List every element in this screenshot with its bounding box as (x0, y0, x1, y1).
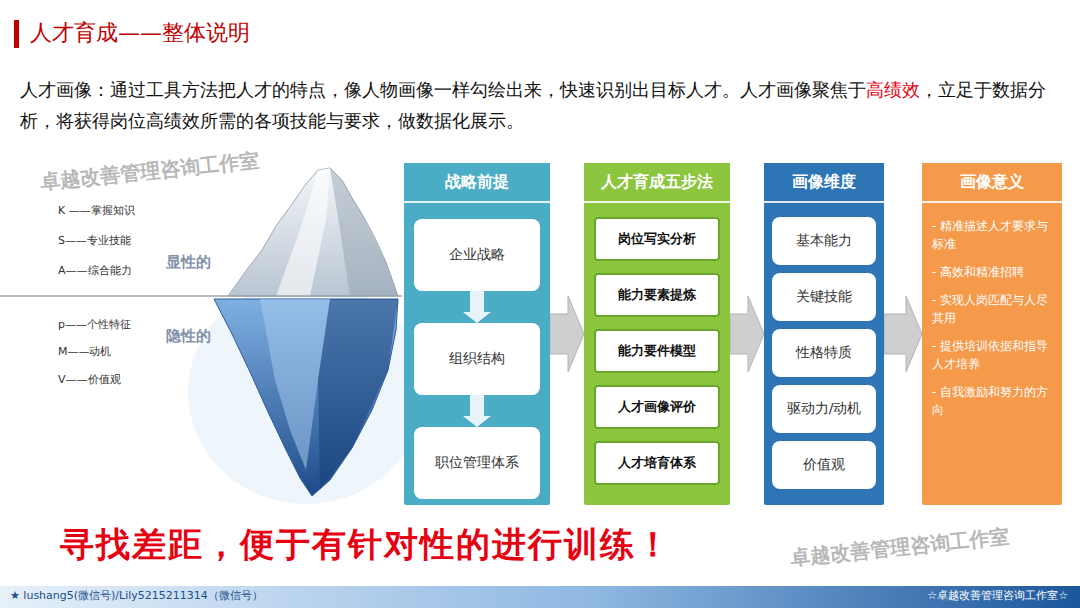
watermark: 卓越改善管理咨询工作室 (789, 523, 1011, 572)
iceberg-key: p——个性特征 (58, 318, 131, 332)
panel-heading: 战略前提 (404, 163, 550, 203)
iceberg-key: A——综合能力 (58, 264, 132, 278)
step-box: 人才培育体系 (594, 441, 720, 485)
box-text: 人才培育体系 (618, 454, 696, 472)
box-text: 驱动力/动机 (787, 400, 862, 418)
bullet-text: - 实现人岗匹配与人尽其用 (932, 291, 1052, 327)
highlight-text: 高绩效 (866, 79, 920, 100)
item-box: 企业战略 (414, 219, 540, 291)
iceberg-underwater (214, 299, 398, 496)
step-box: 人才画像评价 (594, 385, 720, 429)
box-text: 人才画像评价 (618, 398, 696, 416)
watermark: 卓越改善管理咨询工作室 (39, 147, 261, 196)
item-box: 组织结构 (414, 323, 540, 395)
column-panel: 人才育成五步法岗位写实分析能力要素提炼能力要件模型人才画像评价人才培育体系 (584, 163, 730, 505)
panel-heading: 画像维度 (764, 163, 884, 203)
item-box: 价值观 (772, 441, 876, 489)
flow-arrow (550, 296, 584, 372)
iceberg-facet (276, 168, 330, 296)
box-text: 组织结构 (449, 350, 505, 368)
zone-label: 显性的 (166, 252, 211, 272)
iceberg-key: M——动机 (58, 345, 112, 359)
zone-label: 隐性的 (166, 326, 211, 346)
bullet-text: - 高效和精准招聘 (932, 263, 1052, 281)
item-box: 基本能力 (772, 217, 876, 265)
box-text: 能力要件模型 (618, 342, 696, 360)
box-text: 关键技能 (796, 288, 852, 306)
item-box: 性格特质 (772, 329, 876, 377)
box-text: 基本能力 (796, 232, 852, 250)
iceberg-tip (228, 168, 398, 296)
step-arrow (463, 291, 491, 323)
bullet-text: - 提供培训依据和指导人才培养 (932, 337, 1052, 373)
panel-heading: 画像意义 (922, 163, 1062, 203)
item-box: 职位管理体系 (414, 427, 540, 499)
connector-layer (922, 163, 1062, 505)
step-box: 能力要素提炼 (594, 273, 720, 317)
iceberg-key: V——价值观 (58, 373, 121, 387)
iceberg-facet (318, 299, 398, 490)
flow-arrow (730, 296, 764, 372)
footer-contact: ★ lushang5(微信号)/Lily5215211314（微信号） (10, 589, 263, 603)
intro-text: 人才画像：通过工具方法把人才的特点，像人物画像一样勾绘出来，快速识别出目标人才。… (20, 79, 866, 100)
iceberg-key: K ——掌握知识 (58, 204, 135, 218)
step-arrow (463, 395, 491, 427)
column-panel: 画像维度基本能力关键技能性格特质驱动力/动机价值观 (764, 163, 884, 505)
box-text: 企业战略 (449, 246, 505, 264)
footer-brand: ☆卓越改善管理咨询工作室☆ (927, 589, 1068, 603)
slogan: 寻找差距，便于有针对性的进行训练！ (60, 522, 672, 566)
column-panel: 画像意义 - 精准描述人才要求与标准 - 高效和精准招聘 - 实现人岗匹配与人尽其用 -… (922, 163, 1062, 505)
box-text: 性格特质 (796, 344, 852, 362)
box-text: 能力要素提炼 (618, 286, 696, 304)
title-bar (14, 20, 19, 48)
bullet-text: - 自我激励和努力的方向 (932, 383, 1052, 419)
step-box: 岗位写实分析 (594, 217, 720, 261)
intro-paragraph: 人才画像：通过工具方法把人才的特点，像人物画像一样勾绘出来，快速识别出目标人才。… (20, 74, 1060, 136)
slide-title: 人才育成——整体说明 (30, 18, 250, 48)
item-box: 驱动力/动机 (772, 385, 876, 433)
iceberg-key: S——专业技能 (58, 234, 131, 248)
bullet-text: - 精准描述人才要求与标准 (932, 217, 1052, 253)
footer-bar (0, 586, 1080, 608)
iceberg-facet (330, 168, 398, 296)
water-glow (188, 280, 424, 504)
flow-arrow (884, 296, 922, 372)
box-text: 职位管理体系 (435, 454, 519, 472)
box-text: 价值观 (803, 456, 845, 474)
panel-heading: 人才育成五步法 (584, 163, 730, 203)
column-panel: 战略前提企业战略组织结构职位管理体系 (404, 163, 550, 505)
step-box: 能力要件模型 (594, 329, 720, 373)
water-line (0, 295, 402, 297)
box-text: 岗位写实分析 (618, 230, 696, 248)
item-box: 关键技能 (772, 273, 876, 321)
